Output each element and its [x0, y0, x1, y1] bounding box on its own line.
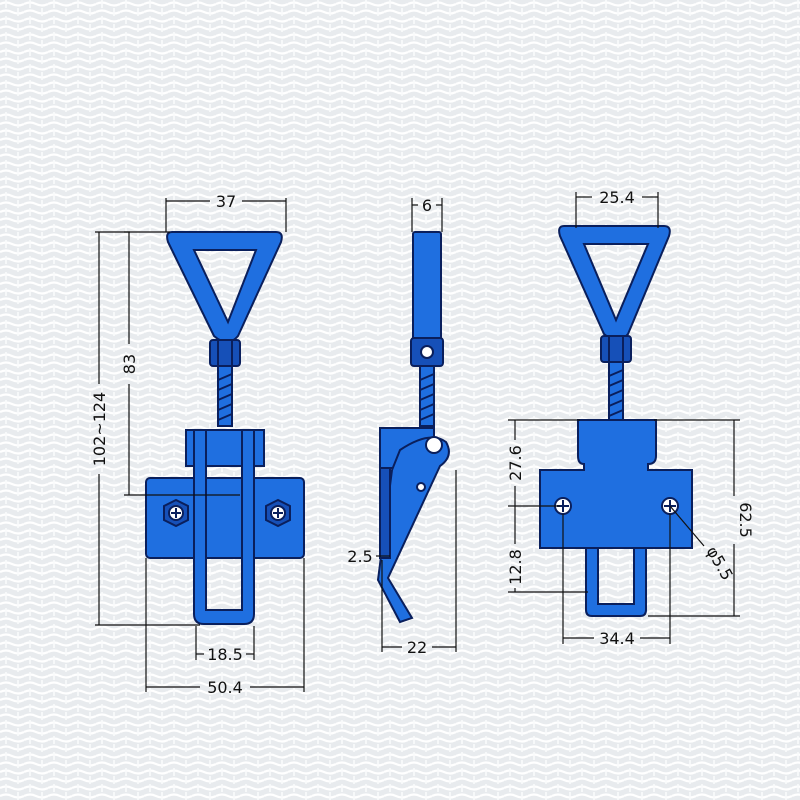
dim-front-handle-width: 37	[216, 192, 236, 211]
dim-rear-hole-spacing: 34.4	[599, 629, 635, 648]
rear-clevis	[600, 335, 632, 363]
front-screw-right	[265, 498, 291, 528]
rear-u-loop	[585, 547, 647, 617]
dim-front-base-width: 50.4	[207, 678, 243, 697]
dim-front-loop-width: 18.5	[207, 645, 243, 664]
dim-front-overall-height: 102~124	[90, 392, 109, 466]
dim-rear-lower-offset: 12.8	[506, 549, 525, 585]
dim-side-thickness: 6	[422, 196, 432, 215]
rear-body	[539, 419, 693, 549]
side-cam-lever	[376, 436, 450, 624]
dim-rear-handle-width: 25.4	[599, 188, 635, 207]
front-base-plate	[145, 477, 305, 559]
rear-view: 25.4 27.6 12.8 62.5 φ5.5 34.4	[506, 188, 755, 648]
front-view: 37 83 102~124 18.5 50.4	[90, 192, 305, 697]
side-mounting-plate	[379, 467, 391, 559]
front-u-loop	[193, 429, 255, 625]
front-clevis	[209, 339, 241, 367]
side-view: 6 2.5 22	[347, 196, 457, 657]
front-screw-left	[163, 498, 189, 528]
dim-side-depth: 22	[407, 638, 427, 657]
dim-rear-overall-height: 62.5	[736, 502, 755, 538]
side-handle-bar	[412, 231, 442, 341]
dim-side-offset: 2.5	[347, 547, 372, 566]
dim-front-height-83: 83	[120, 354, 139, 374]
dim-rear-upper-height: 27.6	[506, 445, 525, 481]
